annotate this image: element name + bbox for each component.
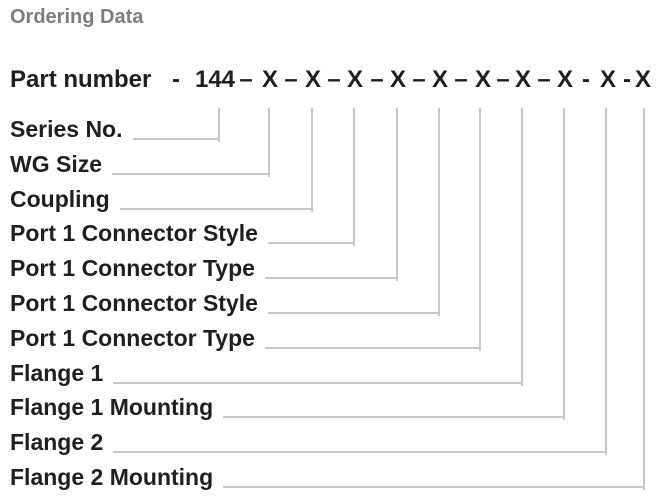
part-number-dash: –: [454, 66, 468, 93]
field-label: Flange 1: [10, 360, 104, 386]
part-number-x-token: X: [634, 66, 652, 93]
field-label: WG Size: [10, 151, 103, 177]
section-title: Ordering Data: [10, 6, 144, 28]
leader-line-vertical: [479, 108, 481, 351]
field-label: Port 1 Connector Style: [10, 220, 258, 246]
part-number-dash: –: [284, 66, 298, 93]
part-number-row: Part number - 144 – X – X – X – X – X – …: [0, 64, 657, 96]
part-number-series-token: 144: [194, 66, 236, 93]
part-number-x-token: X: [599, 66, 617, 93]
part-number-x-token: X: [261, 66, 279, 93]
leader-line-vertical: [353, 108, 355, 246]
field-label: Flange 2 Mounting: [10, 464, 214, 490]
part-number-x-token: X: [474, 66, 492, 93]
field-label: Port 1 Connector Type: [10, 255, 255, 281]
part-number-dash: –: [327, 66, 341, 93]
field-label: Port 1 Connector Type: [10, 325, 255, 351]
leader-line: [223, 486, 645, 488]
leader-line: [132, 138, 220, 140]
leader-line-vertical: [438, 108, 440, 316]
field-row-flange-1: Flange 1: [10, 358, 523, 386]
field-row-port1-connector-style: Port 1 Connector Style: [10, 218, 355, 246]
leader-line: [223, 416, 565, 418]
leader-line: [267, 312, 440, 314]
leader-line: [264, 347, 481, 349]
leader-line-vertical: [268, 108, 270, 177]
leader-line-vertical: [396, 108, 398, 281]
leader-line: [112, 173, 270, 175]
part-number-label: Part number: [10, 66, 152, 93]
part-number-dash: -: [623, 66, 631, 93]
part-number-x-token: X: [514, 66, 532, 93]
field-row-port1-connector-type: Port 1 Connector Type: [10, 253, 398, 281]
field-label: Port 1 Connector Style: [10, 290, 258, 316]
leader-line: [113, 382, 523, 384]
leader-line: [267, 242, 355, 244]
part-number-dash: –: [239, 66, 253, 93]
part-number-x-token: X: [431, 66, 449, 93]
part-number-dash: –: [412, 66, 426, 93]
leader-line-vertical: [521, 108, 523, 386]
part-number-dash: -: [582, 66, 590, 93]
field-label: Series No.: [10, 116, 123, 142]
field-row-coupling: Coupling: [10, 184, 313, 212]
part-number-dash: –: [496, 66, 510, 93]
leader-line-vertical: [311, 108, 313, 212]
field-label: Flange 2: [10, 429, 104, 455]
leader-line-vertical: [218, 108, 220, 142]
field-row-port1-connector-type-2: Port 1 Connector Type: [10, 323, 481, 351]
field-label: Flange 1 Mounting: [10, 394, 214, 420]
leader-line: [119, 208, 313, 210]
field-row-flange-2-mounting: Flange 2 Mounting: [10, 462, 645, 490]
part-number-x-token: X: [346, 66, 364, 93]
part-number-dash: –: [537, 66, 551, 93]
part-number-x-token: X: [304, 66, 322, 93]
field-row-port1-connector-style-2: Port 1 Connector Style: [10, 288, 440, 316]
leader-line: [113, 451, 607, 453]
field-row-wg-size: WG Size: [10, 149, 270, 177]
part-number-x-token: X: [389, 66, 407, 93]
leader-line-vertical: [643, 108, 645, 490]
part-number-x-token: X: [556, 66, 574, 93]
field-row-flange-2: Flange 2: [10, 427, 607, 455]
leader-line-vertical: [605, 108, 607, 455]
field-row-series-no: Series No.: [10, 114, 220, 142]
field-label: Coupling: [10, 186, 110, 212]
part-number-separator: -: [172, 66, 180, 93]
leader-line: [264, 277, 398, 279]
field-row-flange-1-mounting: Flange 1 Mounting: [10, 392, 565, 420]
part-number-dash: –: [370, 66, 384, 93]
leader-line-vertical: [563, 108, 565, 420]
